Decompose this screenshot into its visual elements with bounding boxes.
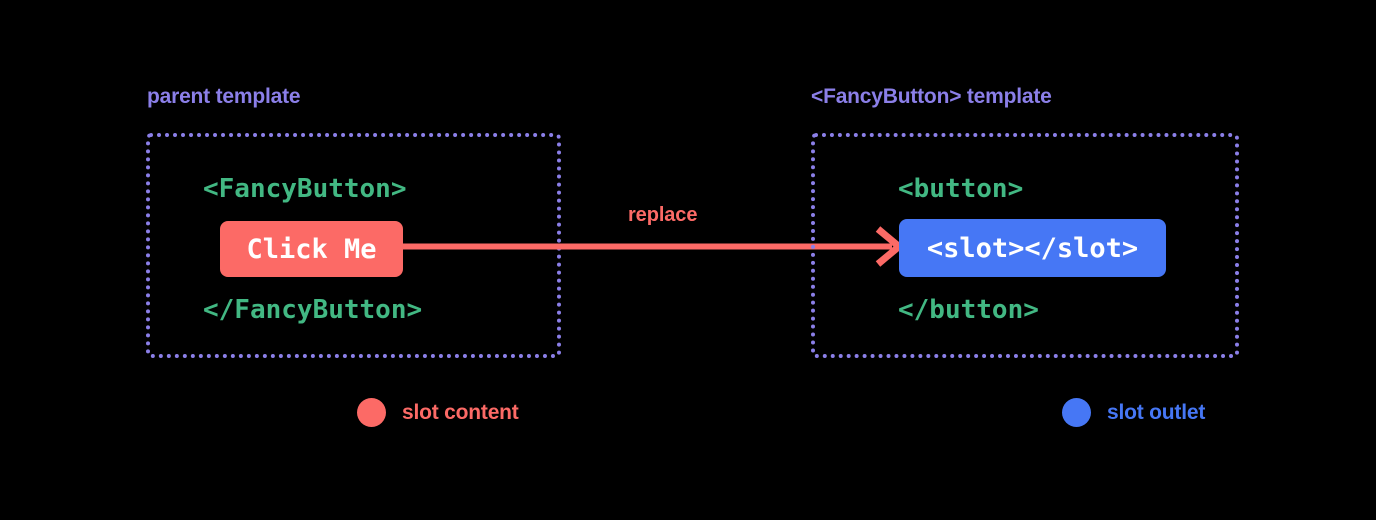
circle-marker-icon	[357, 398, 386, 427]
circle-marker-icon	[1062, 398, 1091, 427]
code-line-button-open-tag: <button>	[898, 174, 1024, 204]
fancybutton-template-caption: <FancyButton> template	[811, 85, 1052, 108]
legend-item-slot-content: slot content	[357, 398, 519, 427]
replace-arrow-label: replace	[628, 204, 698, 226]
fancybutton-template-panel	[811, 133, 1239, 358]
legend-label-slot-outlet: slot outlet	[1107, 400, 1206, 424]
parent-template-caption: parent template	[147, 85, 301, 108]
code-line-fancybutton-close-tag: </FancyButton>	[203, 295, 423, 325]
legend-label-slot-content: slot content	[402, 400, 519, 424]
code-line-button-close-tag: </button>	[898, 295, 1039, 325]
code-line-fancybutton-open-tag: <FancyButton>	[203, 174, 407, 204]
slot-outlet-chip[interactable]: <slot></slot>	[899, 219, 1166, 277]
slot-content-chip[interactable]: Click Me	[220, 221, 403, 277]
legend-item-slot-outlet: slot outlet	[1062, 398, 1205, 427]
